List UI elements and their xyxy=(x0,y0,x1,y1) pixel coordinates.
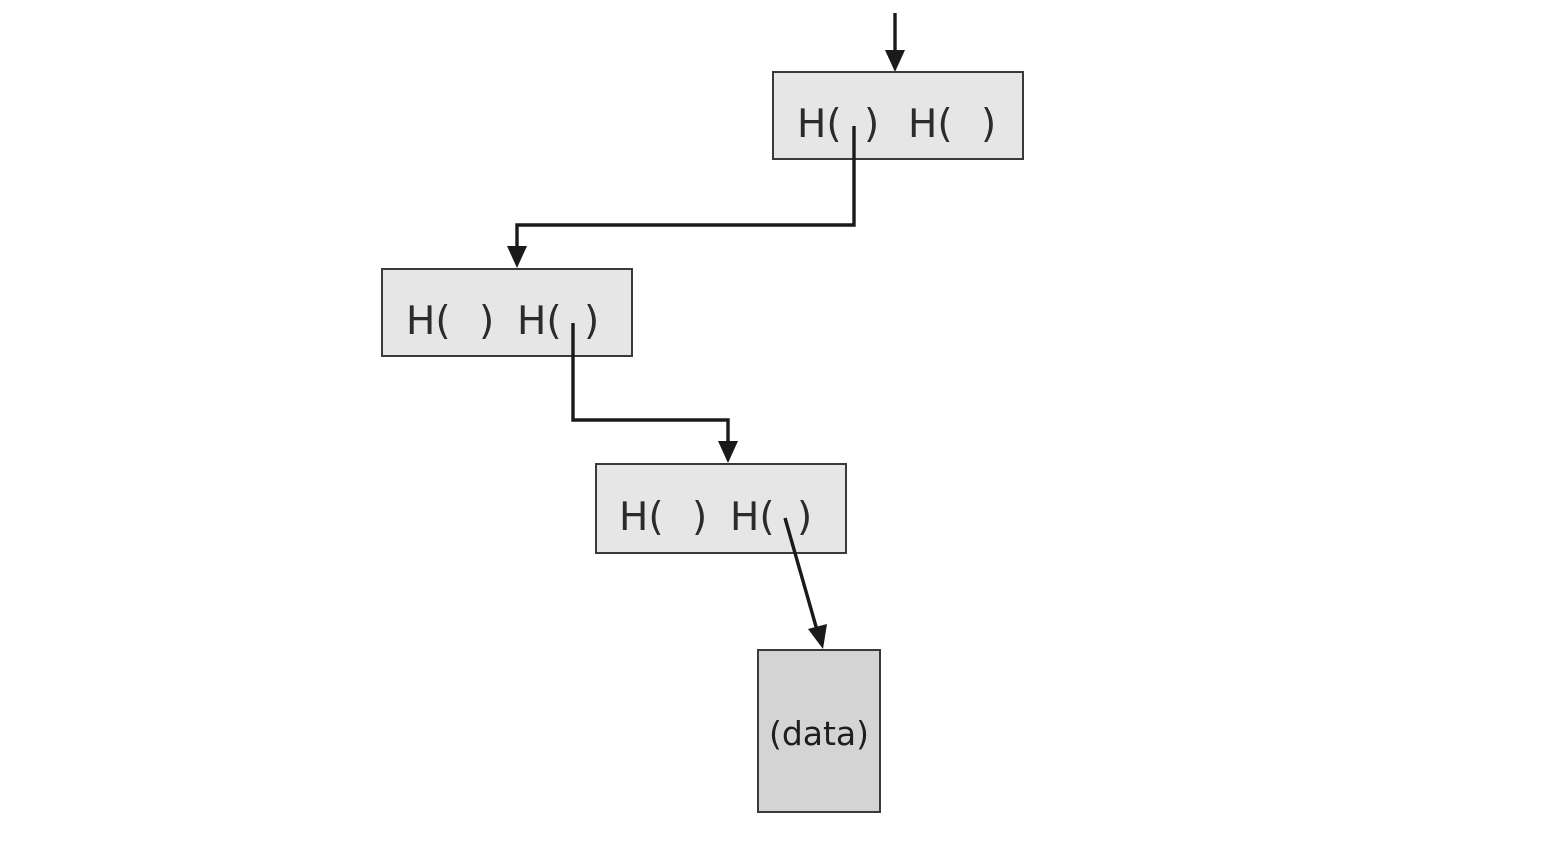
pointer-arrow-node3-to-data xyxy=(783,517,827,649)
hash-node-1-left-pointer: H( ) xyxy=(797,102,879,147)
hash-node-2-left-pointer: H( ) xyxy=(406,299,494,344)
pointer-arrow-node2-to-node3 xyxy=(571,323,738,463)
hash-node-3-right-pointer: H( ) xyxy=(730,495,812,540)
pointer-arrow-node1-to-node2 xyxy=(507,126,856,268)
hash-node-2-right-pointer: H( ) xyxy=(517,299,599,344)
hash-node-1-right-pointer: H( ) xyxy=(908,102,996,147)
data-block-label: (data) xyxy=(769,714,869,753)
entry-pointer-arrow xyxy=(885,13,905,72)
hash-node-1: H( ) H( ) xyxy=(772,71,1024,160)
hash-node-3: H( ) H( ) xyxy=(595,463,847,554)
data-block: (data) xyxy=(757,649,881,813)
hash-node-2: H( ) H( ) xyxy=(381,268,633,357)
hash-node-3-left-pointer: H( ) xyxy=(619,495,707,540)
